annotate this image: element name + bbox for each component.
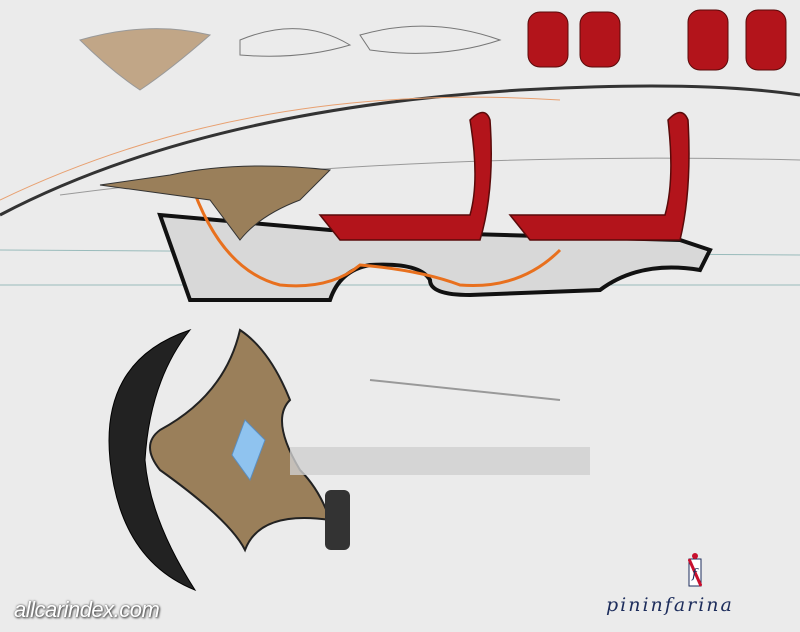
orange-cable [188, 179, 562, 288]
watermark-text: allcarindex.com [14, 597, 160, 622]
dashboard [99, 165, 332, 241]
steering-wheel-closeup [108, 328, 590, 592]
pininfarina-badge-icon: f [688, 553, 702, 587]
seats [318, 111, 690, 241]
svg-text:f: f [691, 567, 699, 582]
pininfarina-logo: pininfarina [606, 594, 734, 616]
top-thumbnail-sketches [79, 25, 502, 91]
thumbnail-seats [527, 9, 787, 71]
